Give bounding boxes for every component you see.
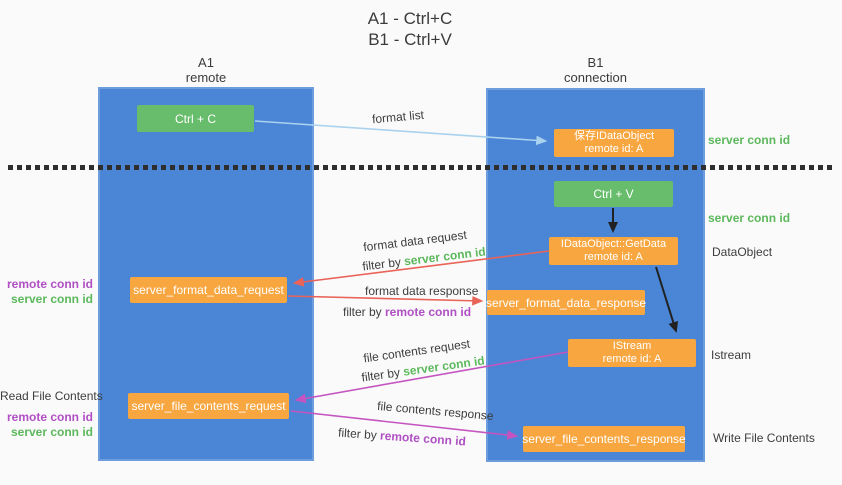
label-format-data-response-filter: filter by remote conn id [343, 305, 471, 319]
node-save-idataobject-line1: 保存IDataObject [573, 130, 655, 142]
annotation-file-server-conn-id: server conn id [10, 425, 93, 439]
filter-by-text: filter by [337, 425, 381, 443]
column-a-header: A1 remote [98, 55, 314, 85]
column-b-type: connection [564, 70, 627, 85]
annotation-file-remote-conn-id: remote conn id [6, 410, 93, 424]
column-a-type: remote [185, 70, 227, 85]
phase-separator-dotted-line [8, 165, 834, 170]
title-line-ctrl-c: A1 - Ctrl+C [367, 9, 453, 28]
annotation-istream: Istream [711, 348, 752, 362]
node-ctrl-c: Ctrl + C [137, 105, 254, 132]
annotation-read-file-contents: Read File Contents [0, 389, 103, 403]
annotation-dataobject: DataObject [712, 245, 773, 259]
node-getdata-line2: remote id: A [584, 251, 643, 263]
server-conn-id-text: server conn id [403, 244, 487, 269]
node-save-idataobject-line2: remote id: A [584, 143, 644, 155]
node-server-file-contents-response: server_file_contents_response [522, 426, 686, 452]
node-istream: IStream remote id: A [568, 339, 696, 367]
annotation-write-file-contents: Write File Contents [713, 431, 815, 445]
remote-conn-id-text: remote conn id [379, 428, 467, 449]
node-istream-line2: remote id: A [602, 353, 662, 365]
label-format-data-response: format data response [365, 284, 479, 298]
node-server-format-data-request: server_format_data_request [130, 277, 287, 303]
node-server-format-data-response: server_format_data_response [486, 290, 646, 315]
column-b-name: B1 [587, 55, 604, 70]
annotation-server-conn-id-top: server conn id [708, 133, 791, 147]
annotation-server-conn-id-mid: server conn id [708, 211, 791, 225]
node-getdata-line1: IDataObject::GetData [560, 238, 667, 250]
title-line-ctrl-v: B1 - Ctrl+V [368, 30, 452, 49]
annotation-format-remote-conn-id: remote conn id [6, 277, 93, 291]
label-format-list: format list [371, 107, 425, 127]
diagram-title: A1 - Ctrl+C B1 - Ctrl+V [260, 8, 560, 50]
node-server-file-contents-request: server_file_contents_request [128, 393, 289, 419]
label-file-contents-response: file contents response [376, 398, 495, 424]
filter-by-text: filter by [343, 305, 386, 319]
column-a-name: A1 [198, 55, 214, 70]
node-ctrl-v: Ctrl + V [554, 181, 673, 207]
filter-by-text: filter by [360, 364, 405, 385]
label-file-contents-response-filter: filter by remote conn id [338, 426, 467, 449]
filter-by-text: filter by [361, 254, 406, 274]
node-idataobject-getdata: IDataObject::GetData remote id: A [549, 237, 678, 265]
column-b-header: B1 connection [486, 55, 705, 85]
annotation-format-server-conn-id: server conn id [10, 292, 93, 306]
node-istream-line1: IStream [612, 340, 652, 352]
remote-conn-id-text: remote conn id [385, 305, 472, 319]
node-save-idataobject: 保存IDataObject remote id: A [554, 129, 674, 157]
